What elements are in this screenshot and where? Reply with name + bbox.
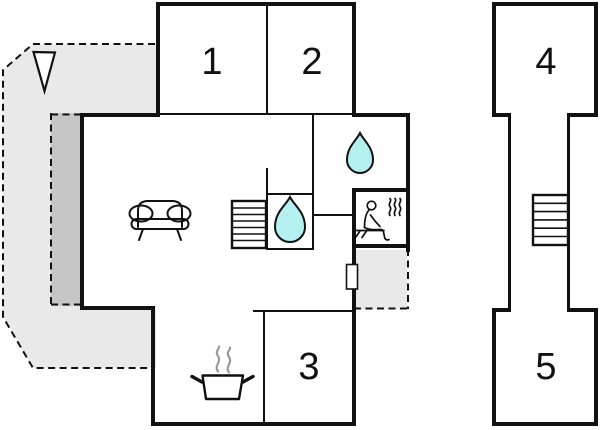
- annex-staircase-icon: [531, 193, 570, 247]
- sauna-steam-icon: [388, 197, 402, 217]
- room-2-label: 2: [301, 41, 323, 83]
- terrace-dashed-border: [1, 43, 155, 369]
- north-arrow-icon: [32, 50, 57, 96]
- water-drop-icon-bathroom-large: [345, 130, 375, 174]
- room-5-label: 5: [535, 346, 557, 388]
- staircase-icon: [230, 199, 268, 250]
- main-building-walls: [80, 2, 410, 426]
- sofa-icon: [128, 200, 192, 241]
- terrace: [1, 43, 409, 369]
- water-drop-icon-bathroom-small: [273, 194, 307, 243]
- room-1-label: 1: [201, 41, 223, 83]
- room-3-label: 3: [298, 346, 320, 388]
- room-4-label: 4: [535, 41, 557, 83]
- cooking-pot-icon: [190, 345, 255, 401]
- sauna-icon: [354, 197, 402, 241]
- side-terrace-dashed-border: [354, 249, 409, 310]
- side-terrace-area: [354, 250, 407, 309]
- terrace-inner-dashed-border: [50, 113, 80, 306]
- door-icon: [345, 263, 359, 290]
- terrace-shadow-strip: [51, 113, 80, 306]
